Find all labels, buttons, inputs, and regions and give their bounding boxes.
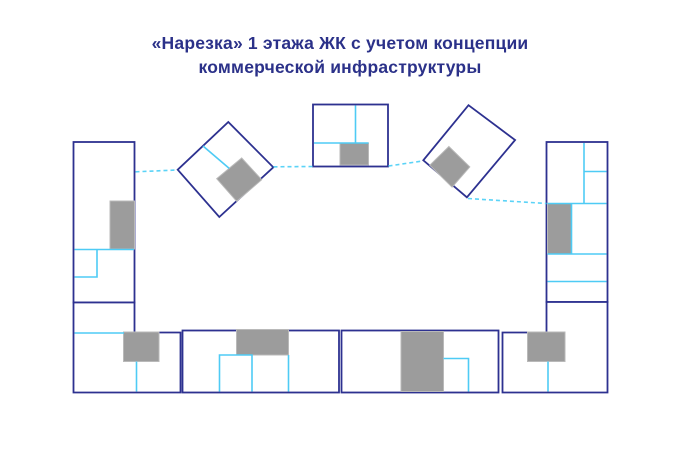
right-corner-commercial-unit bbox=[527, 331, 566, 362]
bottom-row-blocks bbox=[181, 329, 500, 394]
bottom-block-2-room-partition bbox=[218, 354, 253, 392]
bottom-block-2-commercial-unit bbox=[236, 329, 289, 356]
rotated-pavilion-left-outline bbox=[176, 120, 275, 219]
connection-lines bbox=[135, 160, 547, 205]
left-wing-small-room-partition bbox=[74, 249, 98, 278]
left-corner-commercial-unit bbox=[123, 331, 160, 362]
rotated-pavilion-right-commercial-unit bbox=[429, 145, 471, 188]
diagram-title-line2: коммерческой инфраструктуры bbox=[198, 57, 482, 77]
top-center-pavilion bbox=[312, 103, 389, 168]
right-wing-commercial-unit bbox=[547, 203, 572, 255]
connection-right-pavilion-to-right-wing bbox=[467, 197, 547, 205]
bottom-block-3-commercial-unit bbox=[400, 331, 444, 392]
top-center-commercial-unit bbox=[339, 142, 369, 166]
rotated-pavilion-right-outline bbox=[422, 103, 517, 199]
rotated-pavilion-left bbox=[176, 120, 275, 219]
left-wing-block bbox=[72, 141, 182, 394]
right-wing-block bbox=[501, 141, 609, 394]
connection-center-to-right-pavilion bbox=[388, 160, 423, 167]
rotated-pavilion-left-commercial-unit bbox=[215, 157, 263, 203]
left-wing-commercial-unit bbox=[109, 200, 135, 250]
rotated-pavilion-left-partition bbox=[202, 145, 230, 170]
diagram-title: «Нарезка» 1 этажа ЖК с учетом концепции … bbox=[0, 31, 680, 79]
diagram-title-line1: «Нарезка» 1 этажа ЖК с учетом концепции bbox=[151, 33, 529, 53]
rotated-pavilion-right bbox=[422, 103, 517, 199]
connection-left-wing-to-left-pavilion bbox=[135, 169, 178, 173]
bottom-block-3-room-partition bbox=[443, 357, 470, 392]
